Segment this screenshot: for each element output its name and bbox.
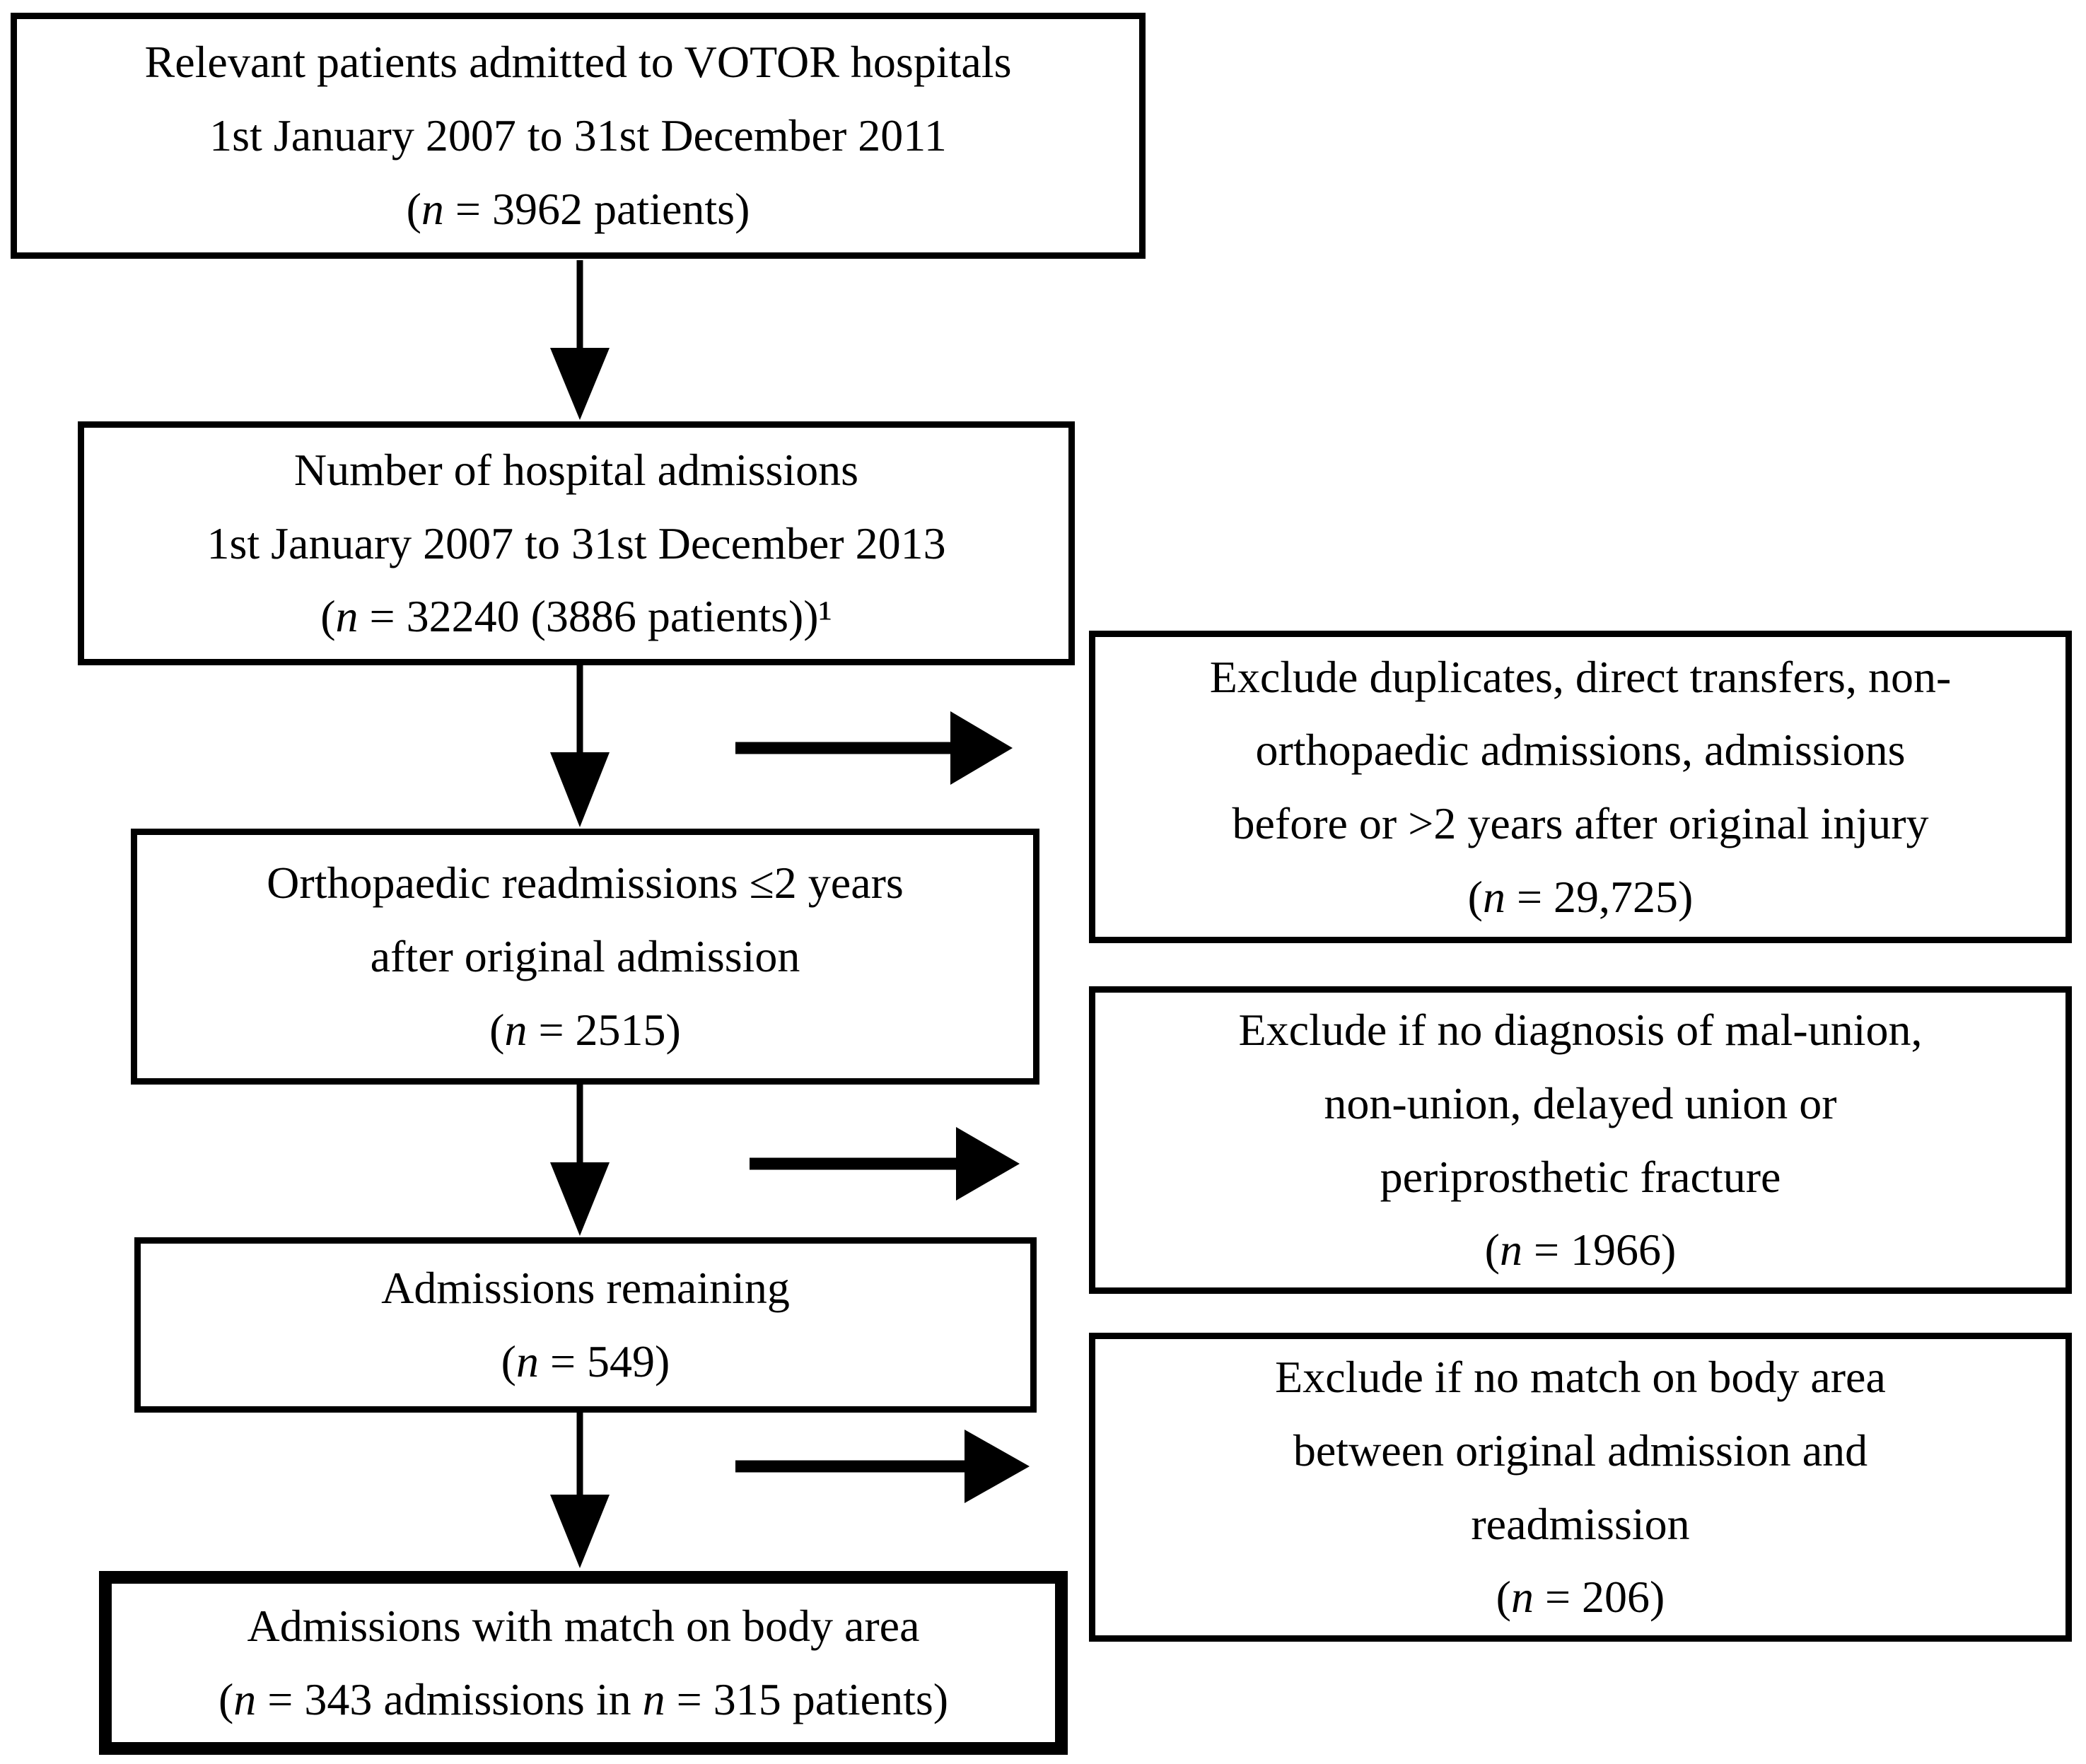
arrow-right-3 (735, 1430, 1030, 1503)
flow-box-hospital-admissions: Number of hospital admissions 1st January… (78, 421, 1075, 665)
arrow-down-2 (550, 663, 610, 827)
box-text-line: orthopaedic admissions, admissions (1255, 725, 1906, 776)
box-text-line: (n = 2515) (489, 1004, 681, 1055)
box-text-line: Exclude duplicates, direct transfers, no… (1209, 651, 1952, 702)
box-text-line: (n = 32240 (3886 patients))¹ (320, 591, 832, 642)
box-text-line: (n = 29,725) (1467, 871, 1694, 922)
exclusion-box-no-diagnosis: Exclude if no diagnosis of mal-union, non… (1089, 986, 2072, 1294)
box-text-line: Relevant patients admitted to VOTOR hosp… (144, 37, 1012, 88)
arrow-down-3 (550, 1083, 610, 1236)
box-text-line: (n = 1966) (1484, 1225, 1677, 1275)
arrow-down-4 (550, 1411, 610, 1568)
box-text-line: (n = 3962 patients) (406, 183, 750, 234)
flow-box-admissions-with-match: Admissions with match on body area (n = 3… (99, 1571, 1068, 1755)
box-text-line: Admissions remaining (381, 1263, 790, 1314)
box-text-line: 1st January 2007 to 31st December 2011 (209, 110, 947, 161)
flow-box-orthopaedic-readmissions: Orthopaedic readmissions ≤2 years after o… (131, 829, 1039, 1085)
flow-box-admissions-remaining: Admissions remaining (n = 549) (134, 1237, 1037, 1413)
box-text-line: Exclude if no diagnosis of mal-union, (1238, 1005, 1923, 1056)
box-text-line: non-union, delayed union or (1324, 1077, 1837, 1128)
box-text-line: (n = 343 admissions in n = 315 patients) (218, 1674, 949, 1724)
arrow-down-1 (550, 260, 610, 420)
arrow-right-1 (735, 711, 1013, 785)
box-text-line: after original admission (370, 931, 800, 982)
box-text-line: (n = 206) (1496, 1572, 1665, 1623)
exclusion-box-duplicates-transfers: Exclude duplicates, direct transfers, no… (1089, 631, 2072, 943)
box-text-line: Number of hospital admissions (293, 445, 859, 495)
box-text-line: (n = 549) (501, 1336, 670, 1386)
exclusion-box-no-body-area-match: Exclude if no match on body area between … (1089, 1333, 2072, 1642)
box-text-line: between original admission and (1293, 1425, 1868, 1476)
box-text-line: readmission (1471, 1498, 1690, 1549)
box-text-line: 1st January 2007 to 31st December 2013 (206, 518, 946, 568)
arrow-right-2 (750, 1127, 1020, 1201)
flow-box-relevant-patients: Relevant patients admitted to VOTOR hosp… (11, 13, 1146, 259)
box-text-line: before or >2 years after original injury (1232, 798, 1929, 848)
box-text-line: periprosthetic fracture (1380, 1151, 1781, 1202)
box-text-line: Exclude if no match on body area (1275, 1352, 1886, 1403)
box-text-line: Admissions with match on body area (247, 1601, 920, 1652)
box-text-line: Orthopaedic readmissions ≤2 years (267, 858, 904, 909)
